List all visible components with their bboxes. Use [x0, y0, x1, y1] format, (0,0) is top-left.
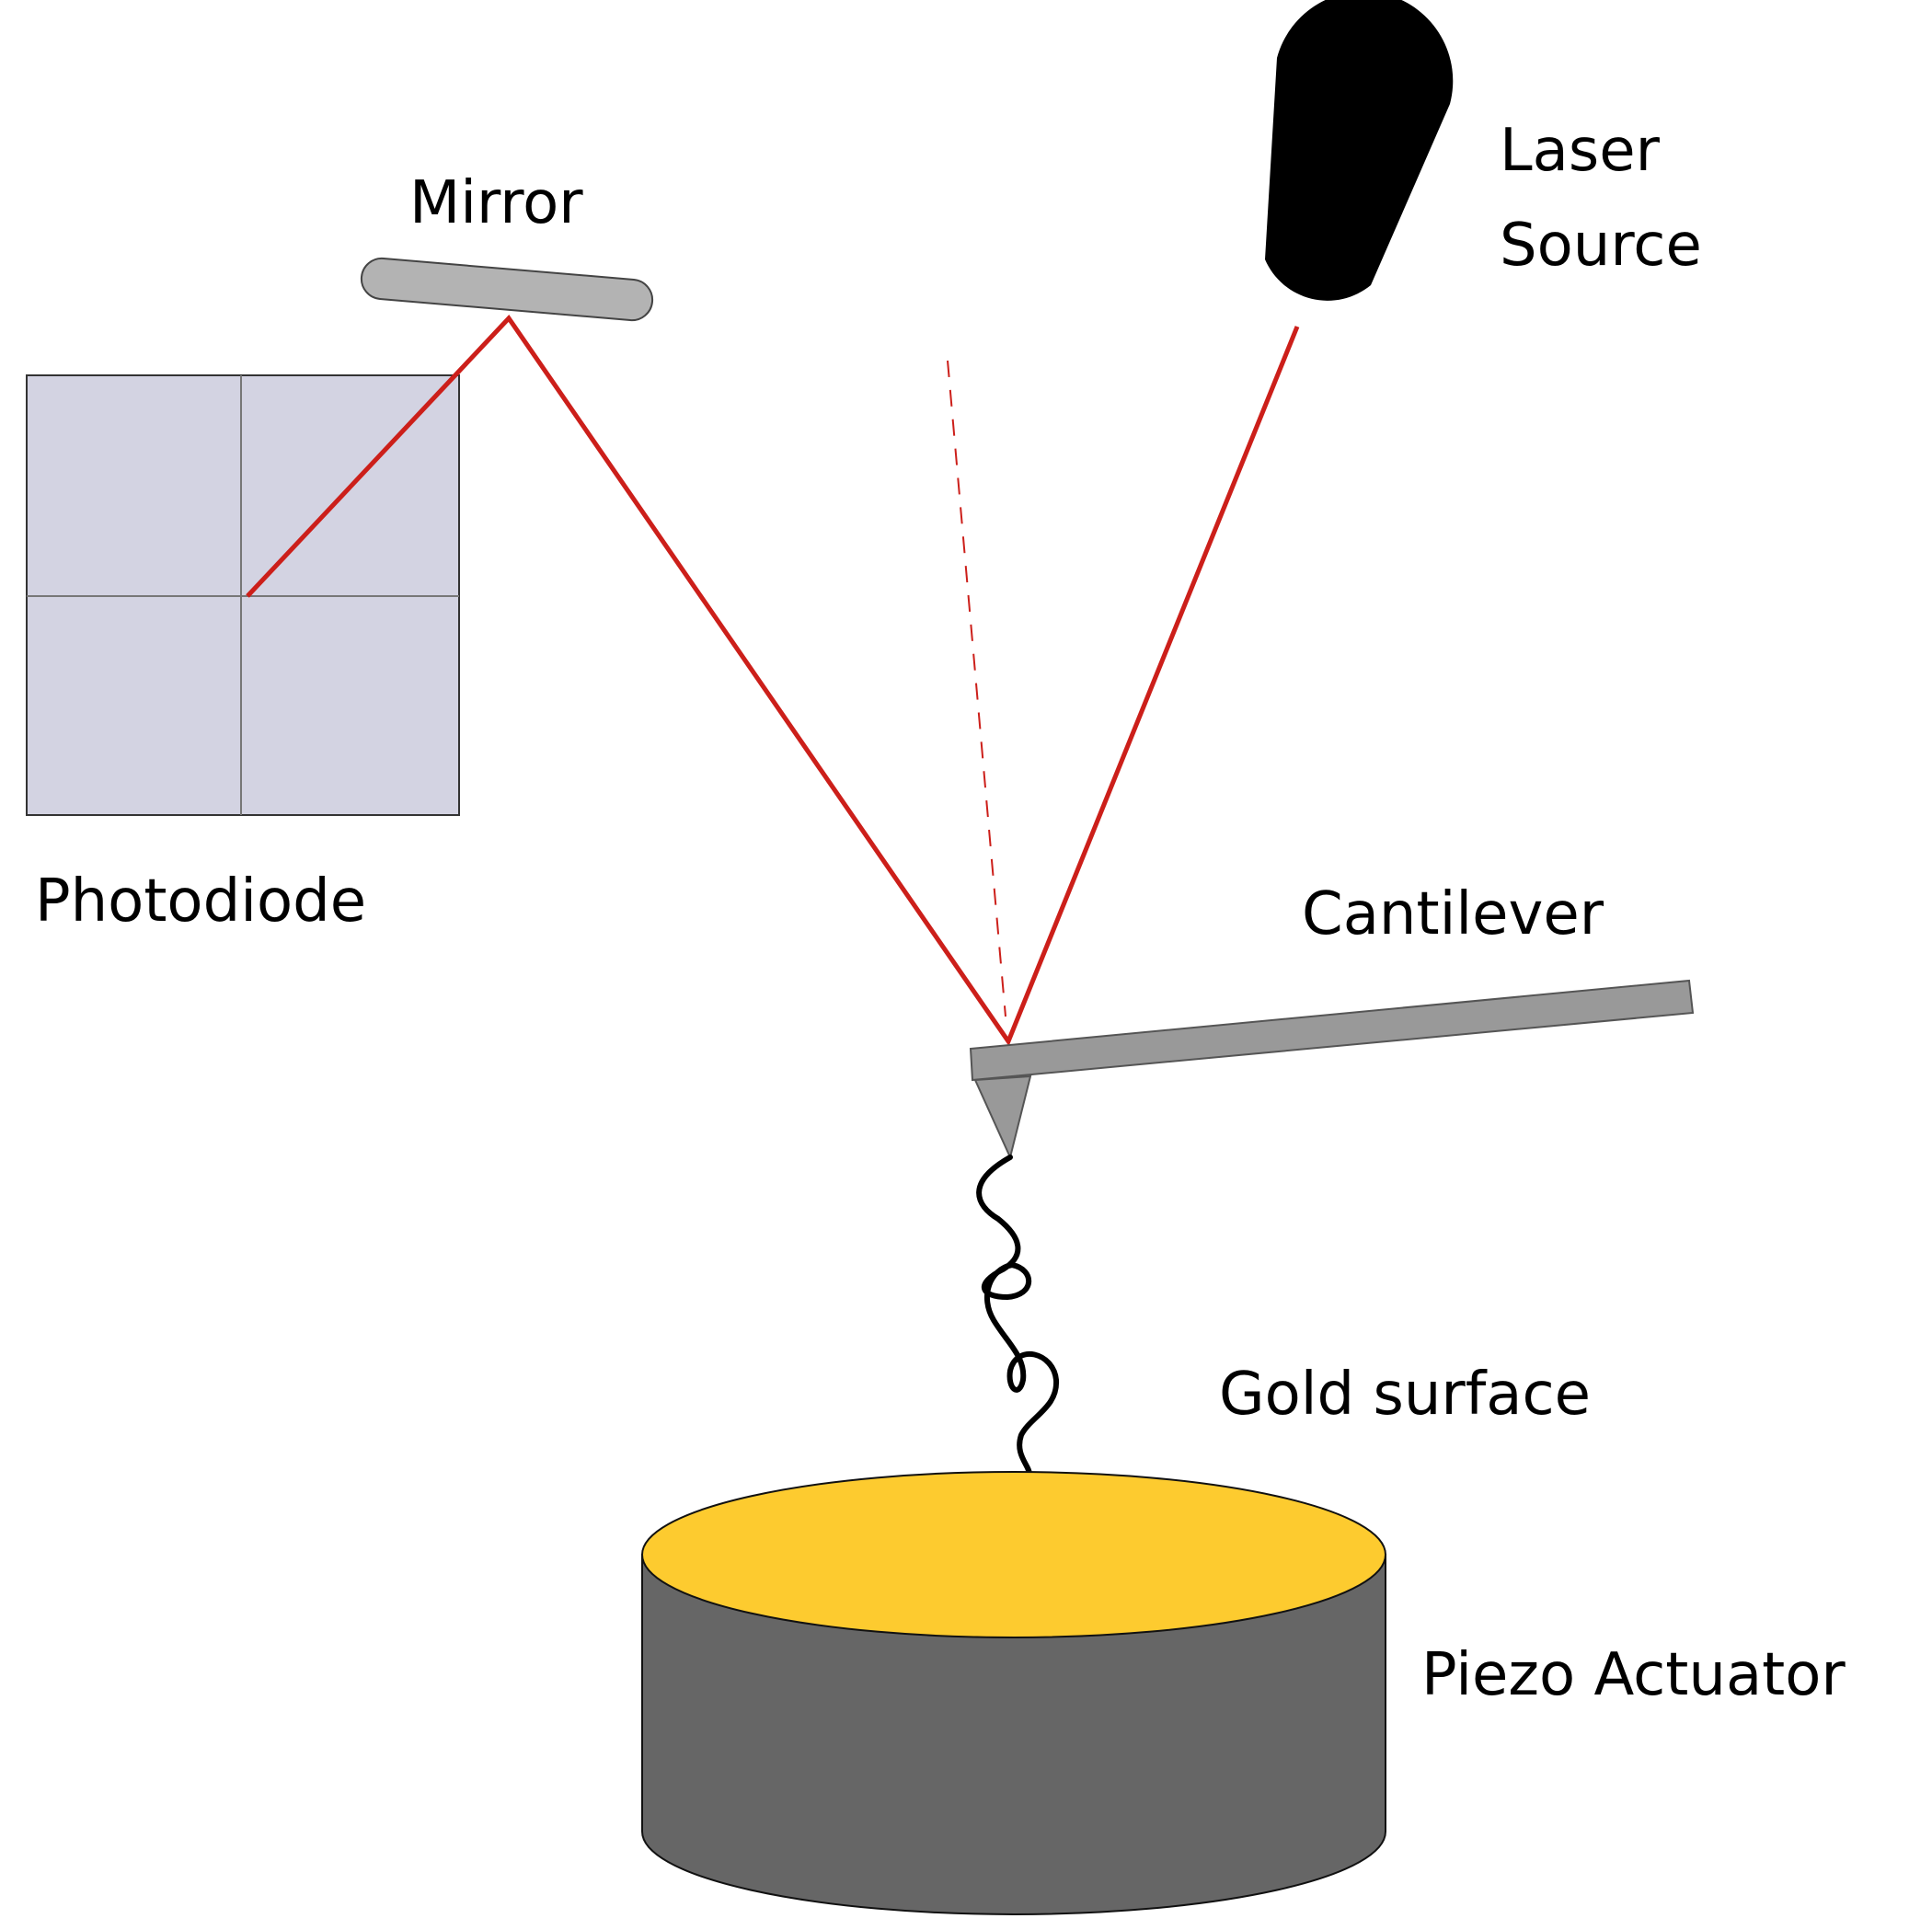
piezo-actuator-label: Piezo Actuator	[1421, 1641, 1846, 1709]
mirror-label: Mirror	[409, 169, 583, 237]
normal-reference-line	[947, 360, 1006, 1017]
cantilever	[969, 979, 1695, 1082]
gold-surface-top	[641, 1471, 1386, 1638]
piezo-actuator-body	[641, 1554, 1386, 1915]
photodiode-label: Photodiode	[35, 867, 366, 936]
cantilever-label: Cantilever	[1302, 880, 1604, 948]
piezo-actuator	[641, 1471, 1386, 1915]
cantilever-tip	[973, 1074, 1032, 1161]
laser-beam	[246, 315, 1300, 1047]
mirror	[360, 257, 654, 322]
laser-source-label-line2: Source	[1500, 212, 1702, 280]
laser-source-label-line1: Laser	[1500, 117, 1661, 185]
laser-source-body	[1265, 0, 1454, 301]
gold-surface-label: Gold surface	[1219, 1361, 1591, 1429]
